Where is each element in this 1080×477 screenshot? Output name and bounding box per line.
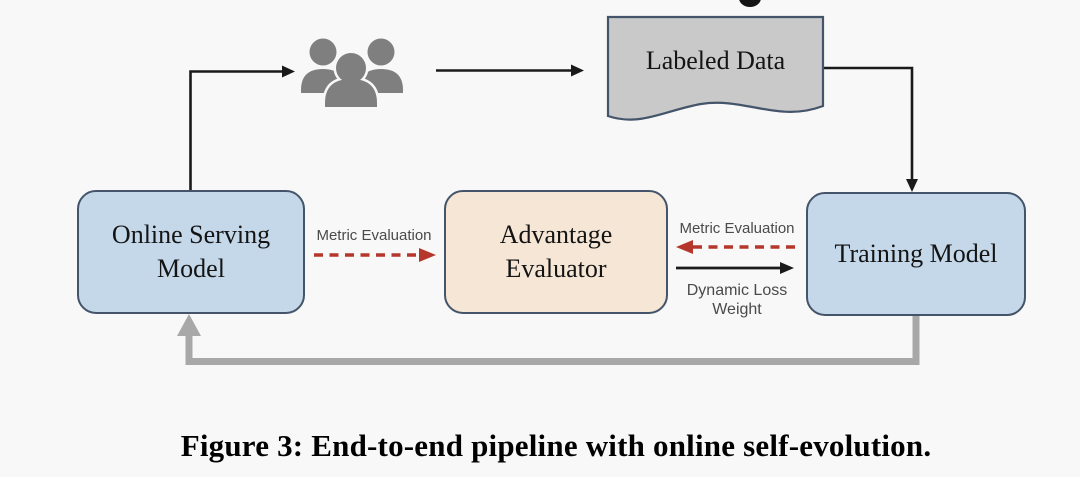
node-label-line: Online Serving [111,220,271,250]
arrow-feedback-training-to-serving [177,314,920,365]
node-label-line: Advantage [499,220,613,250]
node-label-line: Training Model [834,239,998,269]
arrow-labeled-data-to-training [823,66,918,192]
label-metric-evaluation-left: Metric Evaluation [316,227,432,244]
label-dynamic-loss-line2: Weight [712,300,762,318]
node-label-line: Evaluator [505,254,607,283]
node-label-line: Model [157,254,225,283]
node-labeled-data-label: Labeled Data [645,46,786,75]
node-training-model: Training Model [806,192,1026,316]
label-dynamic-loss-line1: Dynamic Loss [686,282,788,299]
arrow-serving-to-annotators [189,65,295,190]
node-advantage-evaluator: Advantage Evaluator [444,190,668,314]
arrow-annotators-to-labeled-data [436,64,584,77]
label-metric-evaluation-right: Metric Evaluation [679,220,795,237]
node-online-serving-model: Online Serving Model [77,190,305,314]
arrow-dynamic-loss-weight [676,262,794,274]
figure-caption: Figure 3: End-to-end pipeline with onlin… [180,428,932,463]
people-group-icon [301,38,403,110]
label-dynamic-loss-weight: Dynamic Loss Weight [664,282,810,320]
arrow-metric-eval-training-to-evaluator [676,240,795,254]
cropped-letter-fragment [739,0,761,7]
arrow-metric-eval-serving-to-evaluator [314,248,436,262]
